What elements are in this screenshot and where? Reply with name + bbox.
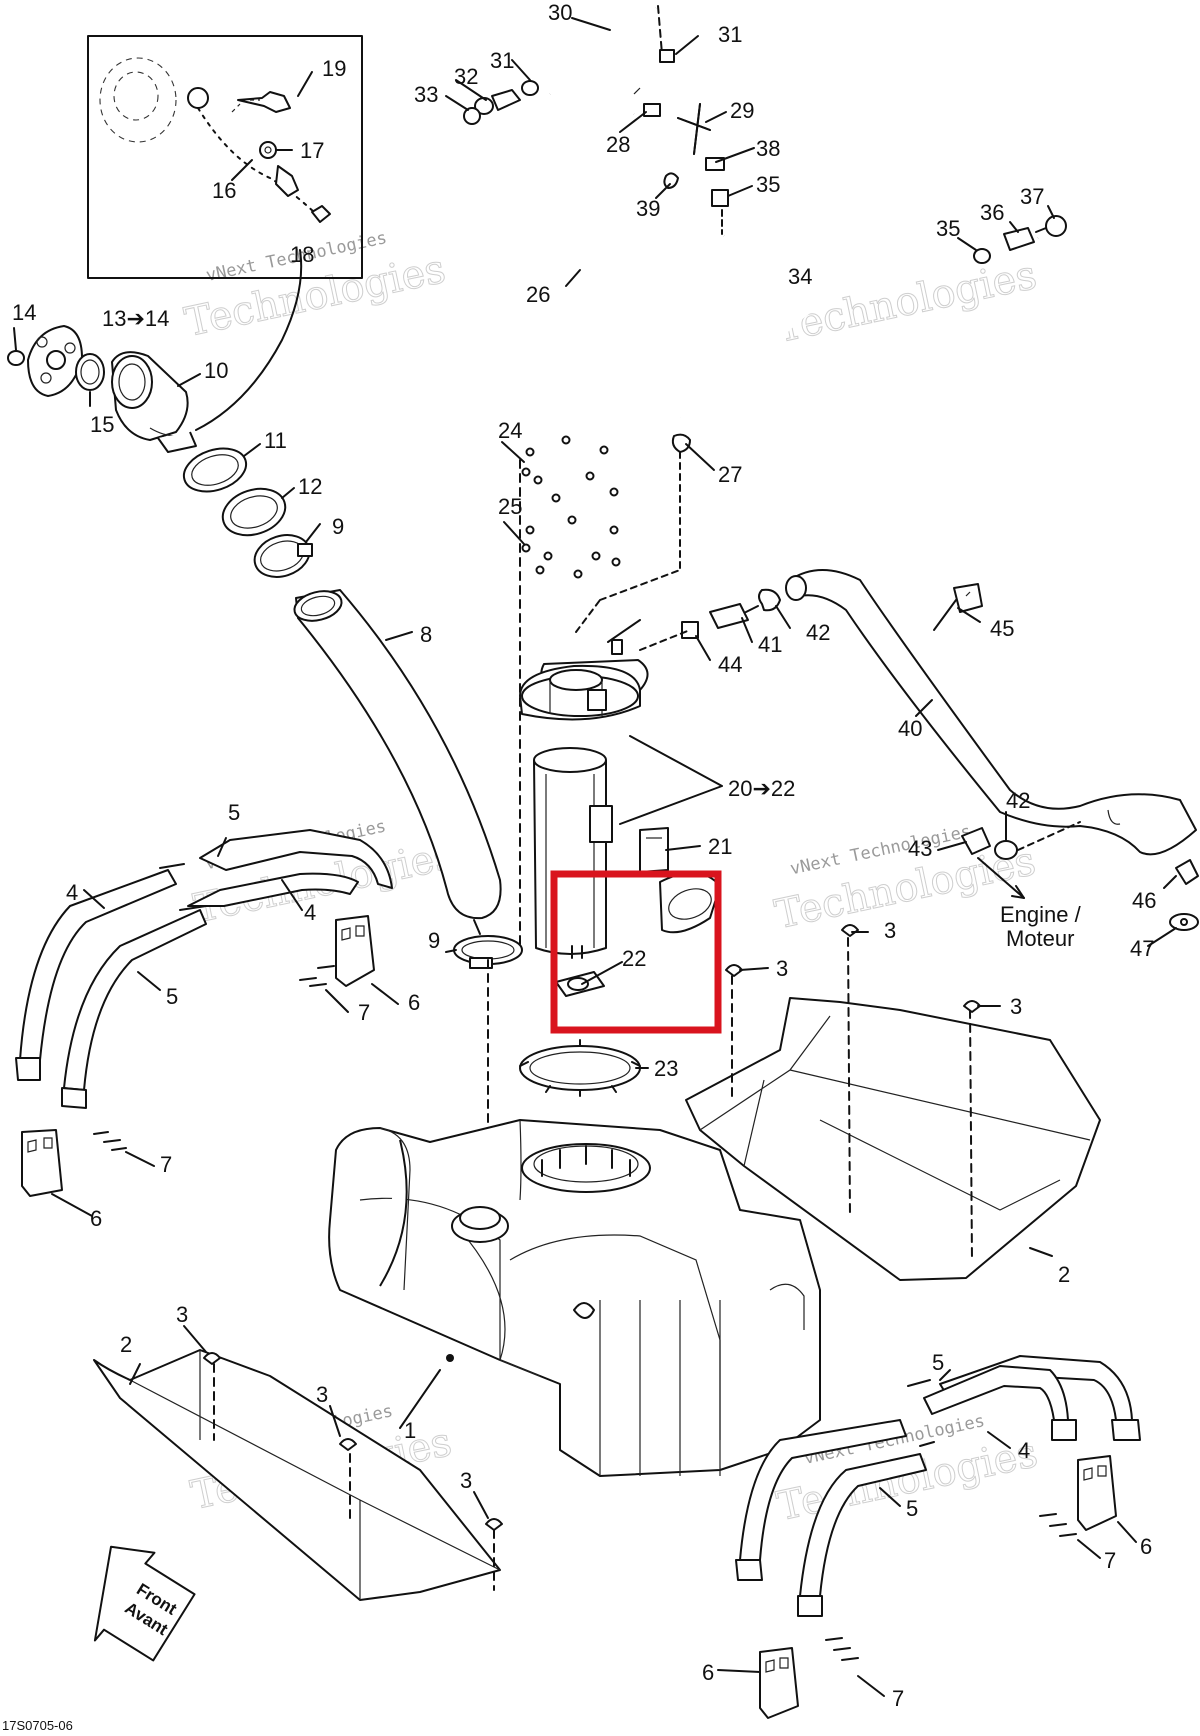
callout-24: 24 <box>498 418 522 443</box>
engine-note-line2: Moteur <box>1006 926 1074 951</box>
front-arrow: Front Avant <box>93 1545 196 1662</box>
callout-39: 39 <box>636 196 660 221</box>
callout-27: 27 <box>718 462 742 487</box>
callout-3: 3 <box>884 918 896 943</box>
callout-14: 14 <box>12 300 36 325</box>
fuel-pump-module <box>519 619 721 997</box>
callout-31: 31 <box>718 22 742 47</box>
callout-30: 30 <box>548 0 572 25</box>
callout-3: 3 <box>776 956 788 981</box>
callout-23: 23 <box>654 1056 678 1081</box>
callout-42: 42 <box>806 620 830 645</box>
callout-9: 9 <box>332 514 344 539</box>
engine-note-line1: Engine / <box>1000 902 1082 927</box>
callout-35: 35 <box>756 172 780 197</box>
callout-12: 12 <box>298 474 322 499</box>
callout-7: 7 <box>358 1000 370 1025</box>
callout-43: 43 <box>908 836 932 861</box>
callout-28: 28 <box>606 132 630 157</box>
callout-9: 9 <box>428 928 440 953</box>
callout-42: 42 <box>1006 788 1030 813</box>
callout-16: 16 <box>212 178 236 203</box>
left-tank-straps <box>15 829 393 1197</box>
callout-3: 3 <box>1010 994 1022 1019</box>
callout-47: 47 <box>1130 936 1154 961</box>
callout-34: 34 <box>788 264 812 289</box>
callout-46: 46 <box>1132 888 1156 913</box>
callout-6: 6 <box>90 1206 102 1231</box>
callout-6: 6 <box>702 1660 714 1685</box>
callout-2: 2 <box>1058 1262 1070 1287</box>
filler-gaskets <box>182 447 313 578</box>
callout-8: 8 <box>420 622 432 647</box>
drawing-id: 17S0705-06 <box>2 1718 73 1733</box>
callout-17: 17 <box>300 138 324 163</box>
callout-31: 31 <box>490 48 514 73</box>
callout-15: 15 <box>90 412 114 437</box>
pump-lock-ring <box>519 1039 641 1097</box>
callout-6: 6 <box>1140 1534 1152 1559</box>
highlight-box-22 <box>550 870 722 1034</box>
callout-21: 21 <box>708 834 732 859</box>
callout-33: 33 <box>414 82 438 107</box>
pump-plate-fasteners <box>519 435 681 951</box>
callout-41: 41 <box>758 632 782 657</box>
callout-44: 44 <box>718 652 742 677</box>
callout-5: 5 <box>166 984 178 1009</box>
callout-38: 38 <box>756 136 780 161</box>
callout-2: 2 <box>120 1332 132 1357</box>
callout-3: 3 <box>316 1382 328 1407</box>
callout-25: 25 <box>498 494 522 519</box>
callout-4: 4 <box>304 900 316 925</box>
callout-7: 7 <box>892 1686 904 1711</box>
fuel-tank <box>328 1119 821 1477</box>
left-heat-shield <box>93 1349 503 1601</box>
callout-40: 40 <box>898 716 922 741</box>
callout-7: 7 <box>160 1152 172 1177</box>
callout-4: 4 <box>1018 1438 1030 1463</box>
callout-26: 26 <box>526 282 550 307</box>
callout-5: 5 <box>228 800 240 825</box>
callout-1: 1 <box>404 1418 416 1443</box>
filler-neck-assembly <box>7 249 303 453</box>
cap-tether-inset <box>87 35 363 279</box>
callout-3: 3 <box>176 1302 188 1327</box>
callout-13-14: 13➔14 <box>102 306 169 331</box>
callout-45: 45 <box>990 616 1014 641</box>
callout-6: 6 <box>408 990 420 1015</box>
callout-37: 37 <box>1020 184 1044 209</box>
leader-lines <box>13 17 1177 1697</box>
return-hose <box>639 569 1199 931</box>
callout-35: 35 <box>936 216 960 241</box>
right-tank-straps <box>735 1355 1141 1719</box>
callout-29: 29 <box>730 98 754 123</box>
callout-5: 5 <box>906 1496 918 1521</box>
callout-10: 10 <box>204 358 228 383</box>
callout-22: 22 <box>622 946 646 971</box>
callout-20-22: 20➔22 <box>728 776 795 801</box>
callout-5: 5 <box>932 1350 944 1375</box>
lower-hose-clamp <box>453 935 523 1161</box>
callout-7: 7 <box>1104 1548 1116 1573</box>
callout-36: 36 <box>980 200 1004 225</box>
callout-32: 32 <box>454 64 478 89</box>
right-heat-shield <box>685 924 1101 1281</box>
vent-hoses <box>463 3 1067 571</box>
callout-11: 11 <box>264 428 287 453</box>
filler-hose <box>293 589 502 935</box>
callout-18: 18 <box>290 242 314 267</box>
callout-4: 4 <box>66 880 78 905</box>
callout-3: 3 <box>460 1468 472 1493</box>
callout-19: 19 <box>322 56 346 81</box>
